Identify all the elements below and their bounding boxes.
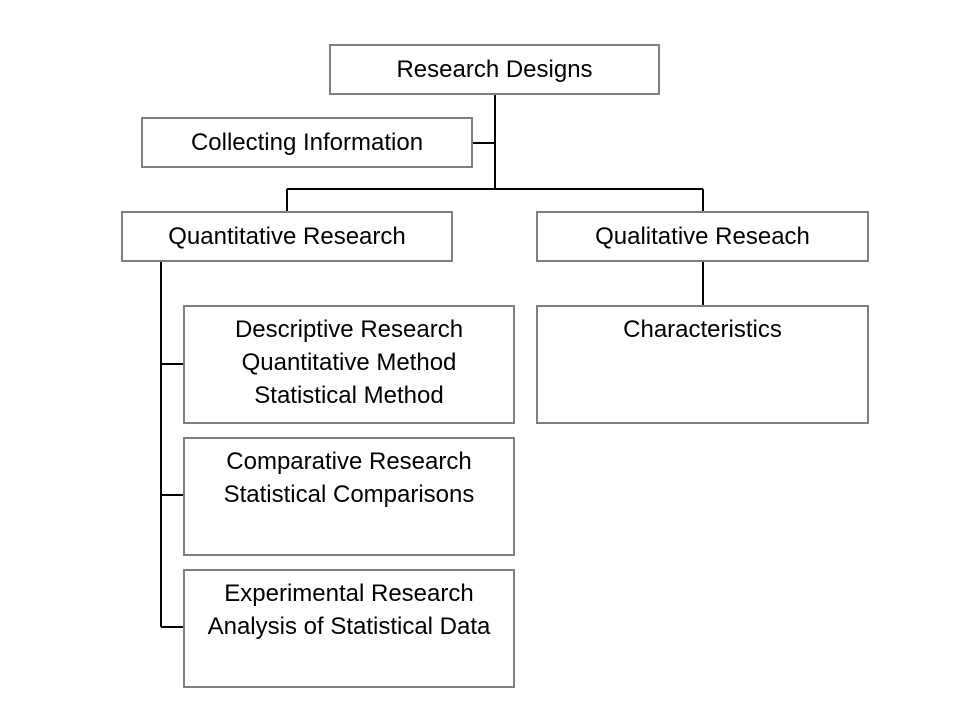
characteristics-node: Characteristics bbox=[536, 305, 869, 424]
statistical-method-line: Statistical Method bbox=[254, 382, 444, 409]
statistical-comparisons-line: Statistical Comparisons bbox=[223, 481, 475, 508]
collecting-information-label: Collecting Information bbox=[190, 129, 424, 156]
comparative-research-line: Comparative Research bbox=[226, 448, 472, 475]
comparative-research-node: Comparative Research Statistical Compari… bbox=[183, 437, 515, 556]
characteristics-line: Characteristics bbox=[623, 316, 782, 343]
descriptive-research-node: Descriptive Research Quantitative Method… bbox=[183, 305, 515, 424]
experimental-research-line: Experimental Research bbox=[224, 580, 474, 607]
quantitative-research-label: Quantitative Research bbox=[168, 223, 406, 250]
analysis-of-statistical-data-line: Analysis of Statistical Data bbox=[207, 613, 491, 640]
quantitative-research-node: Quantitative Research bbox=[121, 211, 453, 262]
experimental-research-node: Experimental Research Analysis of Statis… bbox=[183, 569, 515, 688]
quantitative-method-line: Quantitative Method bbox=[241, 349, 457, 376]
qualitative-research-node: Qualitative Reseach bbox=[536, 211, 869, 262]
descriptive-research-line: Descriptive Research bbox=[234, 316, 464, 343]
research-designs-node: Research Designs bbox=[329, 44, 660, 95]
collecting-information-node: Collecting Information bbox=[141, 117, 473, 168]
research-designs-label: Research Designs bbox=[396, 56, 593, 83]
qualitative-research-label: Qualitative Reseach bbox=[595, 223, 810, 250]
